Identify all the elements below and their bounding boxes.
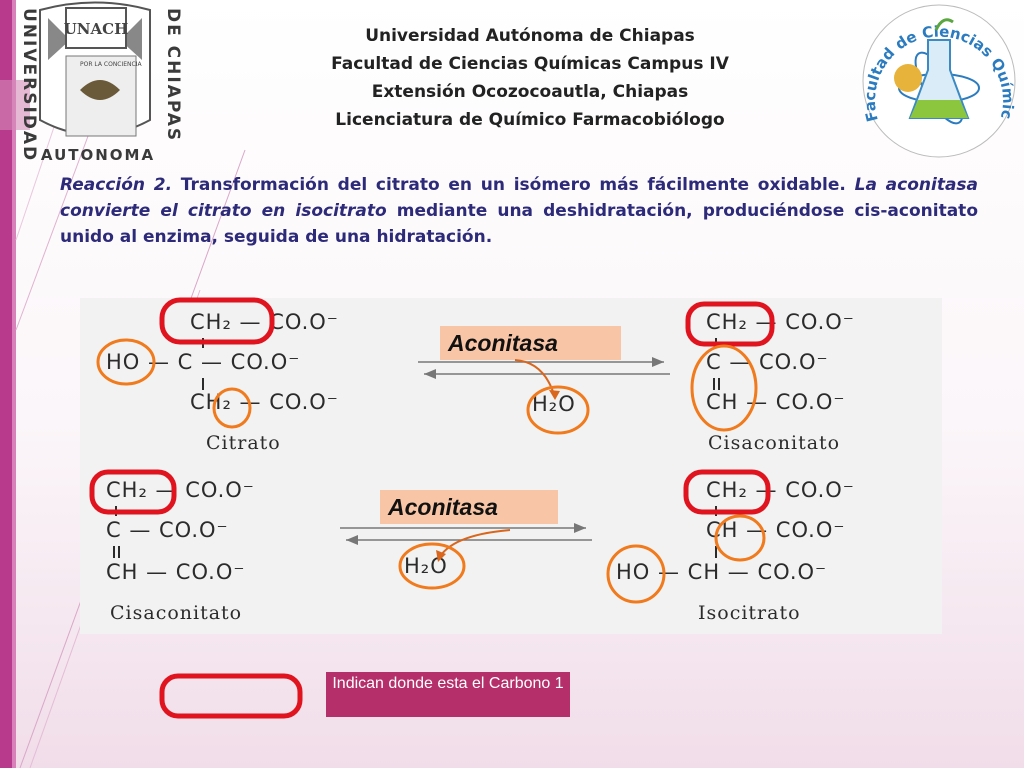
isocitrato-row-1: CH₂ — CO.O⁻ — [706, 478, 855, 502]
carbon1-marker-isocitrato — [683, 469, 771, 515]
cisaconitato-1-row-2: C — CO.O⁻ — [706, 350, 829, 374]
institution-header: Universidad Autónoma de Chiapas Facultad… — [250, 22, 810, 134]
unach-logo: UNIVERSIDAD DE CHIAPAS UNACH POR LA CONC… — [0, 1, 183, 164]
enzyme-label-1: Aconitasa — [440, 326, 621, 360]
reaction-number: Reacción 2. — [60, 175, 173, 195]
cisaconitato-2-row-1: CH₂ — CO.O⁻ — [106, 478, 255, 502]
reaction-text-1: Transformación del citrato en un isómero… — [172, 175, 855, 195]
legend-red-marker — [159, 673, 303, 719]
left-accent-stripe-light — [12, 0, 16, 768]
cisaconitato-1-name: Cisaconitato — [708, 432, 841, 454]
citrato-row-2: HO — C — CO.O⁻ — [106, 350, 301, 374]
header-program: Licenciatura de Químico Farmacobiólogo — [335, 110, 725, 130]
isocitrato-row-3: HO — CH — CO.O⁻ — [616, 560, 828, 584]
header-extension: Extensión Ocozocoautla, Chiapas — [371, 82, 689, 102]
cisaconitato-2-row-2: C — CO.O⁻ — [106, 518, 229, 542]
carbon1-marker-cisaconitato-1 — [685, 301, 775, 347]
reaction-text-3: mediante una deshidratación, produciéndo… — [60, 201, 978, 247]
carbon1-legend-note: Indican donde esta el Carbono 1 — [326, 672, 570, 717]
citrato-name: Citrato — [206, 432, 281, 454]
isocitrato-row-2: CH — CO.O⁻ — [706, 518, 846, 542]
enzyme-label-2: Aconitasa — [380, 490, 558, 524]
citrato-row-1: CH₂ — CO.O⁻ — [190, 310, 339, 334]
faculty-logo: Facultad de Ciencias Químicas Ocozocoaut… — [858, 0, 1017, 158]
header-university: Universidad Autónoma de Chiapas — [365, 26, 695, 46]
cisaconitato-1-row-3: CH — CO.O⁻ — [706, 390, 846, 414]
cisaconitato-1-row-1: CH₂ — CO.O⁻ — [706, 310, 855, 334]
carbon1-marker-cisaconitato-2 — [89, 469, 177, 515]
left-accent-stripe — [0, 0, 12, 768]
unach-logo-motto: POR LA CONCIENCIA — [80, 61, 143, 68]
isocitrato-name: Isocitrato — [698, 602, 801, 624]
unach-logo-title: UNACH — [64, 20, 129, 38]
unach-logo-right-text: DE CHIAPAS — [163, 8, 183, 142]
unach-logo-bottom-text: AUTONOMA — [41, 146, 155, 164]
cisaconitato-2-row-3: CH — CO.O⁻ — [106, 560, 246, 584]
cisaconitato-2-name: Cisaconitato — [110, 602, 243, 624]
carbon1-marker-citrato — [159, 297, 275, 345]
reaction-description: Reacción 2. Transformación del citrato e… — [60, 172, 978, 250]
header-faculty: Facultad de Ciencias Químicas Campus IV — [331, 54, 729, 74]
reaction-text-2: La aconitasa convierte el citrato en iso… — [60, 175, 979, 221]
unach-logo-left-text: UNIVERSIDAD — [19, 8, 39, 162]
